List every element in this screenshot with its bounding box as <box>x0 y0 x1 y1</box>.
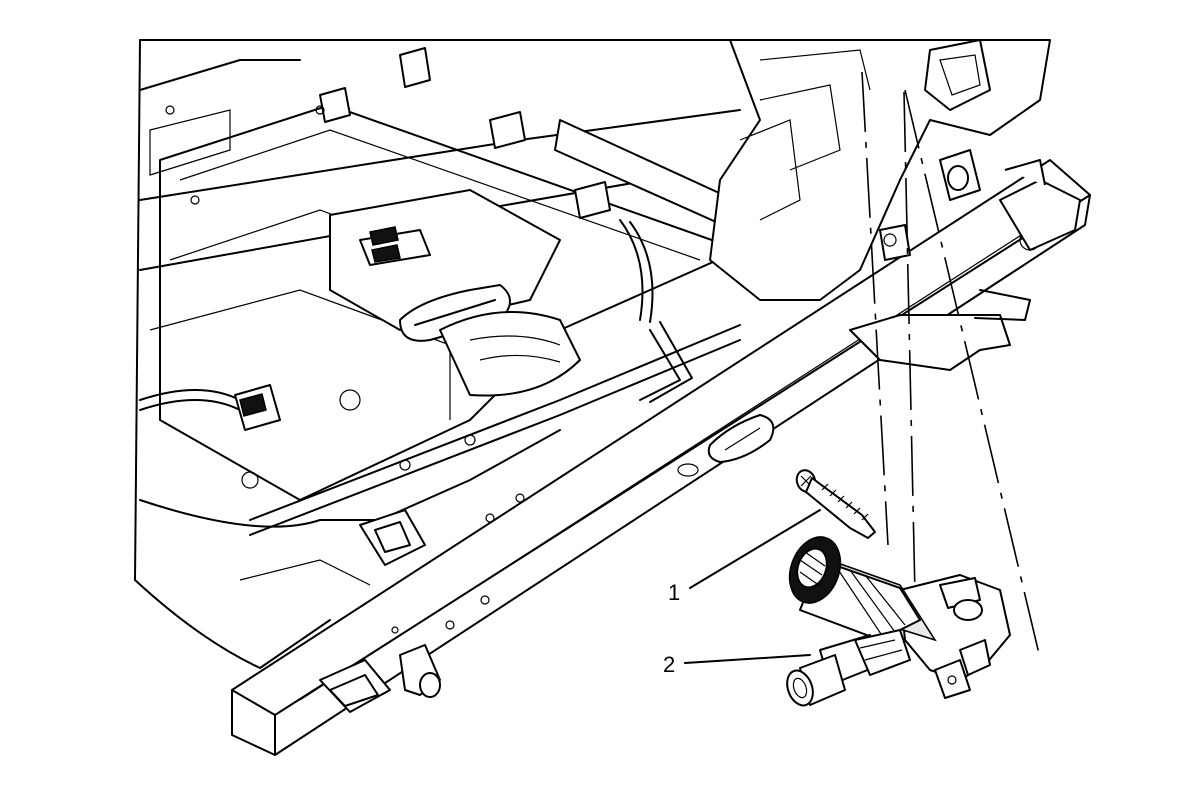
seat-bracket-assembly <box>709 39 1051 371</box>
callout-number-1: 1 <box>668 580 681 605</box>
bolt <box>795 469 876 539</box>
leader-line-2 <box>684 654 811 664</box>
seat-track-rail <box>231 159 1091 756</box>
callout-number-2: 2 <box>663 652 676 677</box>
motor-assembly <box>786 536 1011 707</box>
leader-lines <box>684 509 821 664</box>
assembly-guide-lines <box>861 71 1041 659</box>
leader-line-1 <box>689 509 821 589</box>
